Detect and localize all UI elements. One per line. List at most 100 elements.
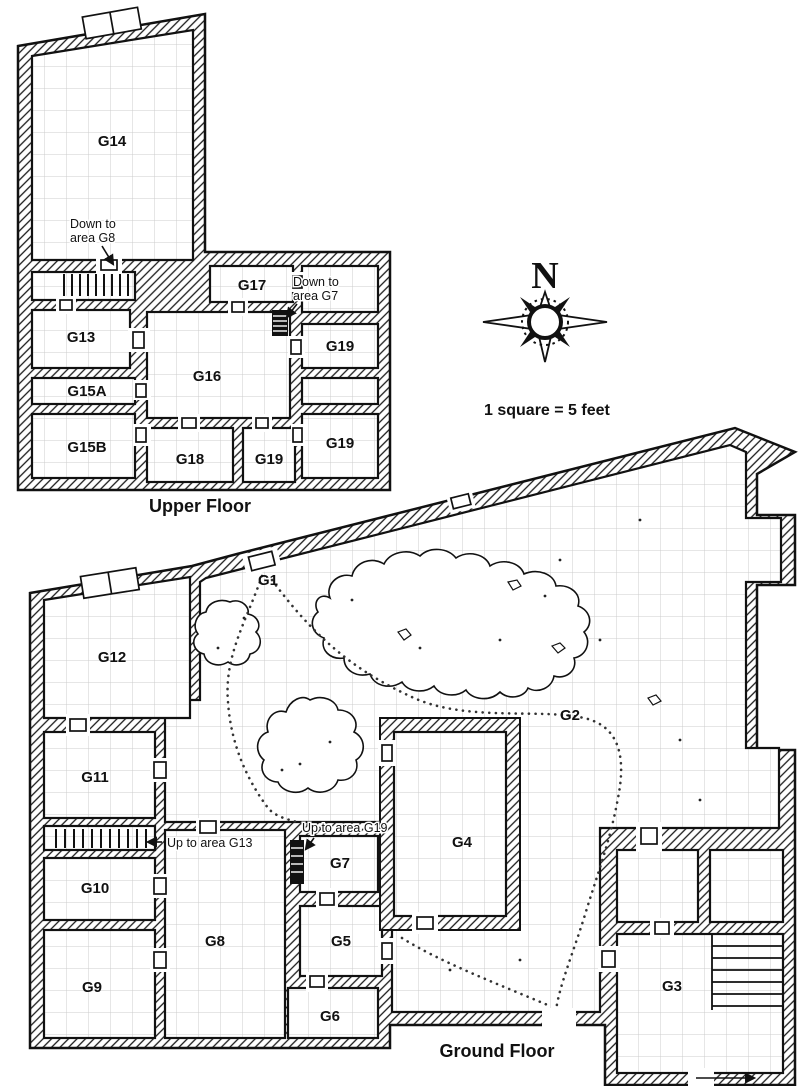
scale-note: 1 square = 5 feet (484, 402, 611, 419)
room-label-g9: G9 (82, 979, 102, 996)
door-icon (654, 921, 670, 935)
arrow-icon (304, 837, 316, 851)
stair-corridor-floor (42, 824, 157, 852)
stairs-g3-icon (711, 934, 783, 1010)
room-g9-floor (42, 928, 157, 1040)
door-icon (381, 942, 393, 960)
compass-center-ring (527, 304, 563, 340)
room-label-g1: G1 (258, 572, 278, 589)
room-label-g8: G8 (205, 933, 225, 950)
room-label-g15b: G15B (67, 439, 106, 456)
down-to-g8-line2: area G8 (70, 231, 115, 245)
room-label-g14: G14 (98, 133, 127, 150)
door-icon (69, 718, 87, 732)
down-to-g7-annotation: Down to area G7 (285, 274, 340, 319)
down-to-g8-annotation: Down to area G8 (69, 216, 117, 266)
room-label-g17: G17 (238, 277, 266, 294)
ground-floor-doors (66, 489, 714, 1086)
door-icon (309, 975, 325, 988)
door-icon (601, 950, 616, 968)
arrow-icon (285, 303, 298, 319)
rubble-icon (192, 599, 262, 666)
down-to-g7-line2: area G7 (293, 289, 338, 303)
door-icon (446, 489, 476, 514)
up-to-g13-annotation: Up to area G13 (145, 835, 254, 852)
room-g15a-floor (30, 376, 137, 406)
double-door-icon (79, 566, 141, 600)
vestibule-floor (300, 264, 380, 314)
arrow-icon (101, 245, 115, 266)
room-label-g10: G10 (81, 880, 109, 897)
small-room-floor (300, 376, 380, 406)
room-g11-floor (42, 730, 157, 820)
ground-floor-rooms (42, 575, 785, 1075)
compass-rose: N (482, 255, 608, 363)
door-icon (292, 275, 303, 289)
room-g4-building (378, 717, 521, 934)
upper-floor-caption: Upper Floor (149, 496, 251, 516)
room-g6-floor (286, 986, 380, 1040)
door-icon (132, 331, 145, 349)
door-icon (59, 299, 73, 311)
room-label-g5: G5 (331, 933, 351, 950)
down-to-g7-line1: Down to (293, 275, 339, 289)
debris-specks (216, 518, 702, 972)
up-to-g19-annotation: Up to area G19 (301, 820, 389, 851)
upper-floor-doors (56, 6, 305, 446)
room-label-g13: G13 (67, 329, 95, 346)
dotted-trails (226, 574, 623, 1012)
ground-floor-plan: G1 G2 G3 G4 G5 G6 G7 G8 G9 G10 G11 G12 G… (28, 426, 798, 1086)
gate-g1-door-icon (241, 546, 282, 577)
room-label-g7: G7 (330, 855, 350, 872)
door-icon (100, 259, 118, 271)
stone-icon (550, 642, 566, 654)
door-icon (231, 301, 245, 313)
trail-path (270, 578, 623, 1012)
room-label-g2: G2 (560, 707, 580, 724)
double-door-icon (81, 6, 143, 40)
door-icon (153, 951, 167, 969)
stairs-to-g7-icon (272, 310, 288, 336)
door-icon (135, 383, 147, 398)
trail-path (226, 574, 324, 830)
compass-north-label: N (531, 255, 558, 297)
room-label-g3: G3 (662, 978, 682, 995)
door-icon (135, 427, 147, 443)
room-label-g4: G4 (452, 834, 473, 851)
stairs-to-g8-icon (63, 274, 129, 296)
door-icon (416, 916, 434, 930)
room-g5-floor (298, 904, 384, 978)
door-icon (381, 744, 393, 762)
door-icon (153, 761, 167, 779)
up-to-g13-label: Up to area G13 (167, 836, 253, 850)
door-icon (290, 339, 302, 355)
down-to-g8-line1: Down to (70, 217, 116, 231)
upper-floor-rooms (30, 28, 380, 484)
ground-floor-caption: Ground Floor (440, 1041, 555, 1061)
room-label-g12: G12 (98, 649, 126, 666)
room-g3a-floor (615, 848, 700, 924)
stone-icon (647, 694, 662, 706)
room-g14-floor (30, 28, 195, 262)
upper-floor-labels: G14 G13 G15A G15B G16 G17 G18 G19 G19 G1… (67, 133, 354, 516)
door-icon (153, 877, 167, 895)
room-g16-floor (145, 310, 292, 420)
room-label-g15a: G15A (67, 383, 106, 400)
room-label-g19-e: G19 (326, 435, 354, 452)
door-icon (292, 427, 303, 443)
room-label-g19-ne: G19 (326, 338, 354, 355)
room-g3-floor (615, 932, 785, 1075)
room-g4-floor (392, 730, 508, 918)
door-icon (640, 827, 658, 845)
room-label-g19-s: G19 (255, 451, 283, 468)
door-icon (255, 417, 269, 429)
room-g12-floor (42, 575, 192, 720)
compass-spiky-ring (521, 298, 569, 346)
room-g19-ne-floor (300, 322, 380, 370)
door-icon (319, 892, 335, 906)
door-icon (199, 820, 217, 834)
upper-floor-plan: G14 G13 G15A G15B G16 G17 G18 G19 G19 G1… (16, 6, 392, 516)
room-label-g18: G18 (176, 451, 204, 468)
